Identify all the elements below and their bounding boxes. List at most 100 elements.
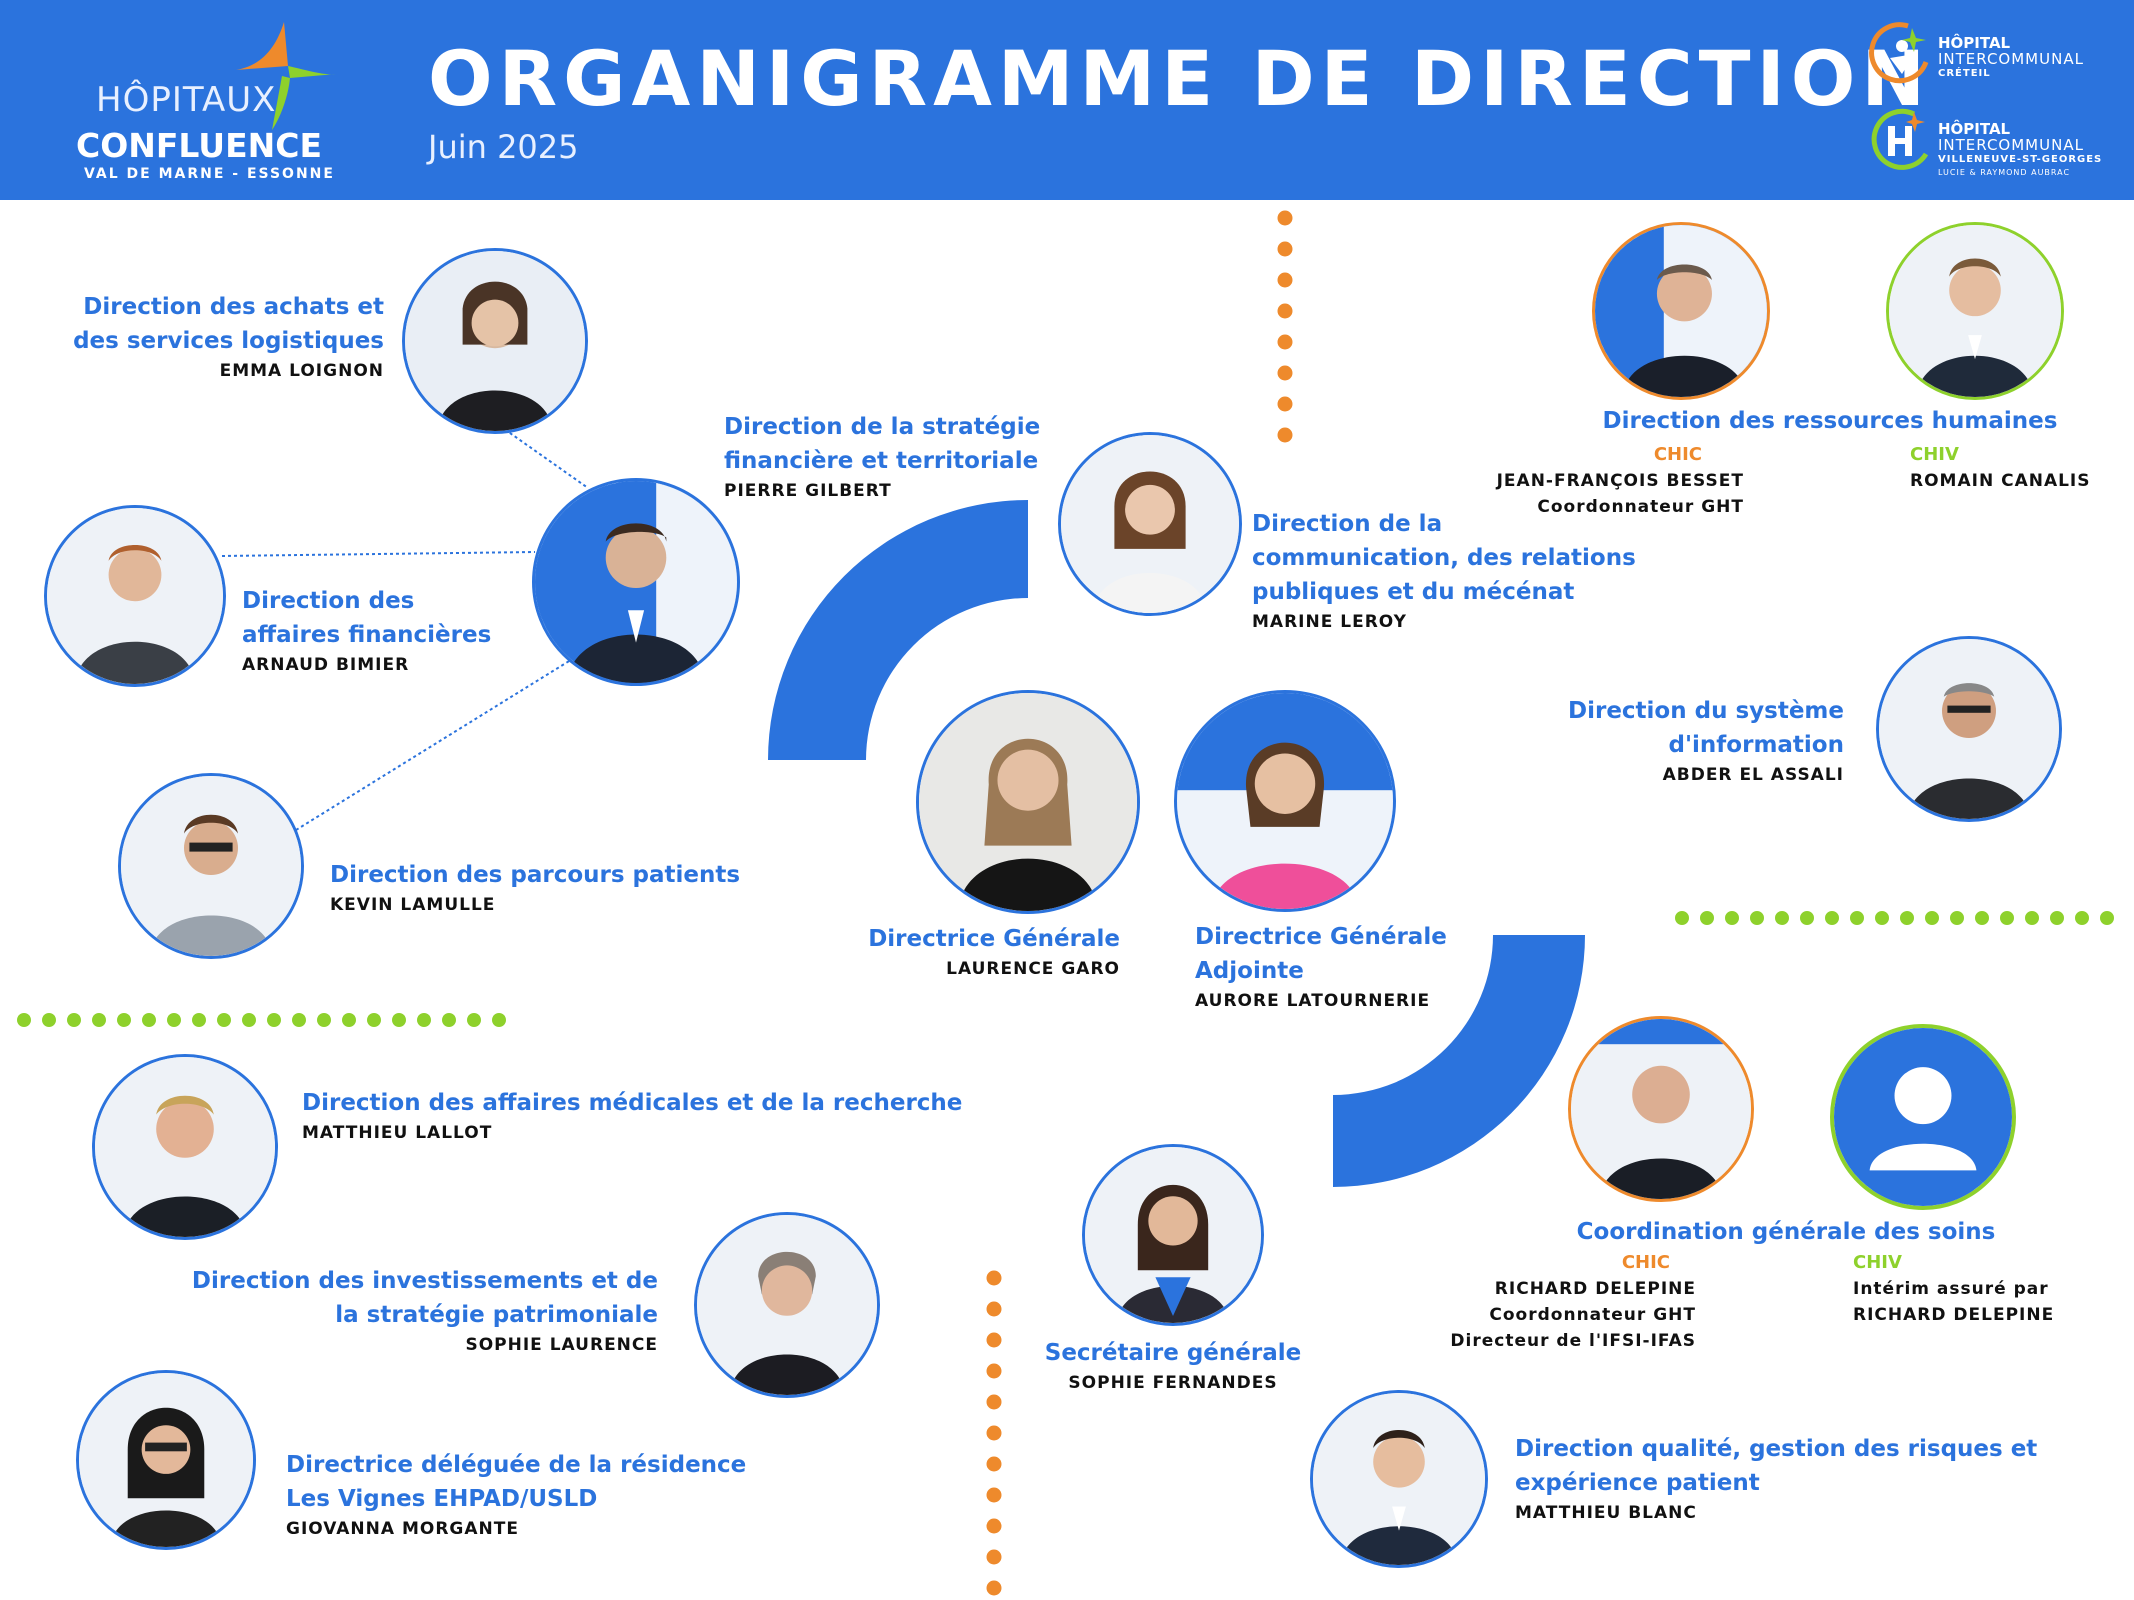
block-affaires-financieres: Direction des affaires financières ARNAU… [242,584,542,678]
logo-line-hopitaux: HÔPITAUX [96,80,277,120]
tag-chiv-rh: CHIV [1910,444,1959,465]
role-systeme-information: Direction du système d'information [1568,698,1844,758]
confluence-star-icon [236,22,336,130]
role-secretaire-generale: Secrétaire générale [1044,1340,1302,1366]
person-photo-icon [1177,693,1393,909]
connector-affaires-financieres [221,551,536,557]
avatar-richard-delepine [1568,1016,1754,1202]
person-photo-icon [1879,639,2059,819]
block-systeme-information: Direction du système d'information ABDER… [1514,694,1844,788]
header-banner: HÔPITAUX CONFLUENCE VAL DE MARNE - ESSON… [0,0,2134,200]
logo-line-region: VAL DE MARNE - ESSONNE [84,166,335,182]
block-soins-chiv: CHIV Intérim assuré par RICHARD DELEPINE [1853,1250,2113,1328]
role-investissements: Direction des investissements et de la s… [191,1268,658,1328]
name-strategie-financiere: PIERRE GILBERT [724,481,892,501]
chiv-logo-line2: INTERCOMMUNAL [1938,136,2084,154]
chiv-logo-icon [1871,108,1929,170]
quarter-arc-bottom [1333,935,1585,1187]
chiv-logo-line1: HÔPITAL [1938,120,2011,138]
avatar-laurence-garo [916,690,1140,914]
person-photo-icon [1571,1019,1751,1199]
name-rh-chic: JEAN-FRANÇOIS BESSET [1496,471,1744,491]
chiv-logo-line4: LUCIE & RAYMOND AUBRAC [1938,168,2071,177]
name-affaires-financieres: ARNAUD BIMIER [242,655,410,675]
note2-soins-chic: Directeur de l'IFSI-IFAS [1450,1331,1696,1351]
role-strategie-financiere: Direction de la stratégie financière et … [724,414,1041,474]
block-rh-chic: CHIC JEAN-FRANÇOIS BESSET Coordonnateur … [1460,442,1744,520]
block-rh-chiv: CHIV ROMAIN CANALIS [1910,442,2130,494]
block-secretaire-generale: Secrétaire générale SOPHIE FERNANDES [1020,1336,1326,1396]
block-strategie-financiere: Direction de la stratégie financière et … [724,410,1064,504]
person-photo-icon [1313,1393,1485,1565]
block-parcours-patients: Direction des parcours patients KEVIN LA… [330,858,800,918]
confluence-logo: HÔPITAUX CONFLUENCE VAL DE MARNE - ESSON… [36,18,356,182]
name-ehpad: GIOVANNA MORGANTE [286,1519,519,1539]
tag-chic-rh: CHIC [1653,444,1702,465]
name-systeme-information: ABDER EL ASSALI [1662,765,1844,785]
person-photo-icon [697,1215,877,1395]
person-photo-icon [405,251,585,431]
avatar-aurore-latournerie [1174,690,1396,912]
chiv-logo: HÔPITAL INTERCOMMUNAL VILLENEUVE-ST-GEOR… [1868,104,2108,184]
note-soins-chiv: Intérim assuré par [1853,1279,2049,1299]
avatar-placeholder-chiv [1830,1024,2016,1210]
tag-chic-soins: CHIC [1621,1252,1670,1273]
name-achats: EMMA LOIGNON [219,361,384,381]
block-directrice-generale-adjointe: Directrice Générale Adjointe AURORE LATO… [1195,920,1495,1014]
avatar-emma-loignon [402,248,588,434]
name-rh-chiv: ROMAIN CANALIS [1910,471,2091,491]
person-photo-icon [47,508,223,684]
role-affaires-medicales: Direction des affaires médicales et de l… [302,1090,963,1116]
block-achats: Direction des achats et des services log… [20,290,384,384]
person-photo-icon [1061,435,1239,613]
avatar-matthieu-blanc [1310,1390,1488,1568]
name-communication: MARINE LEROY [1252,612,1407,632]
role-ressources-humaines: Direction des ressources humaines [1602,408,2058,434]
chic-logo-line2: INTERCOMMUNAL [1938,50,2084,68]
person-photo-icon [535,481,737,683]
quarter-arc-top [768,500,1028,760]
name-soins-chic: RICHARD DELEPINE [1494,1279,1696,1299]
role-ehpad: Directrice déléguée de la résidence Les … [286,1452,747,1512]
avatar-pierre-gilbert [532,478,740,686]
user-placeholder-icon [1834,1028,2012,1206]
tag-chiv-soins: CHIV [1853,1252,1902,1273]
name-directrice-generale-adjointe: AURORE LATOURNERIE [1195,991,1431,1011]
avatar-marine-leroy [1058,432,1242,616]
name-directrice-generale: LAURENCE GARO [946,959,1120,979]
role-qualite: Direction qualité, gestion des risques e… [1515,1436,2038,1496]
block-investissements: Direction des investissements et de la s… [160,1264,658,1358]
chic-logo: HÔPITAL INTERCOMMUNAL CRÉTEIL [1868,18,2108,88]
avatar-giovanna-morgante [76,1370,256,1550]
block-ressources-humaines: Direction des ressources humaines [1570,404,2090,438]
note1-soins-chic: Coordonnateur GHT [1489,1305,1696,1325]
person-photo-icon [1595,225,1767,397]
person-photo-icon [95,1057,275,1237]
role-parcours-patients: Direction des parcours patients [330,862,741,888]
chic-logo-icon [1869,22,1929,84]
block-coordination-soins: Coordination générale des soins [1546,1215,2026,1249]
avatar-abder-el-assali [1876,636,2062,822]
name-secretaire-generale: SOPHIE FERNANDES [1068,1373,1278,1393]
block-affaires-medicales: Direction des affaires médicales et de l… [302,1086,982,1146]
person-photo-icon [1085,1147,1261,1323]
avatar-sophie-laurence [694,1212,880,1398]
chic-logo-line3: CRÉTEIL [1938,68,1991,79]
role-communication: Direction de la communication, des relat… [1252,511,1636,605]
block-soins-chic: CHIC RICHARD DELEPINE Coordonnateur GHT … [1400,1250,1696,1354]
role-affaires-financieres: Direction des affaires financières [242,588,492,648]
name-parcours-patients: KEVIN LAMULLE [330,895,496,915]
avatar-matthieu-lallot [92,1054,278,1240]
role-directrice-generale-adjointe: Directrice Générale Adjointe [1195,924,1447,984]
person-photo-icon [79,1373,253,1547]
person-photo-icon [1889,225,2061,397]
chic-logo-line1: HÔPITAL [1938,34,2011,52]
avatar-romain-canalis [1886,222,2064,400]
name-investissements: SOPHIE LAURENCE [465,1335,658,1355]
avatar-kevin-lamulle [118,773,304,959]
role-directrice-generale: Directrice Générale [868,926,1120,952]
name-qualite: MATTHIEU BLANC [1515,1503,1697,1523]
avatar-jean-francois-besset [1592,222,1770,400]
logo-line-confluence: CONFLUENCE [76,126,323,165]
